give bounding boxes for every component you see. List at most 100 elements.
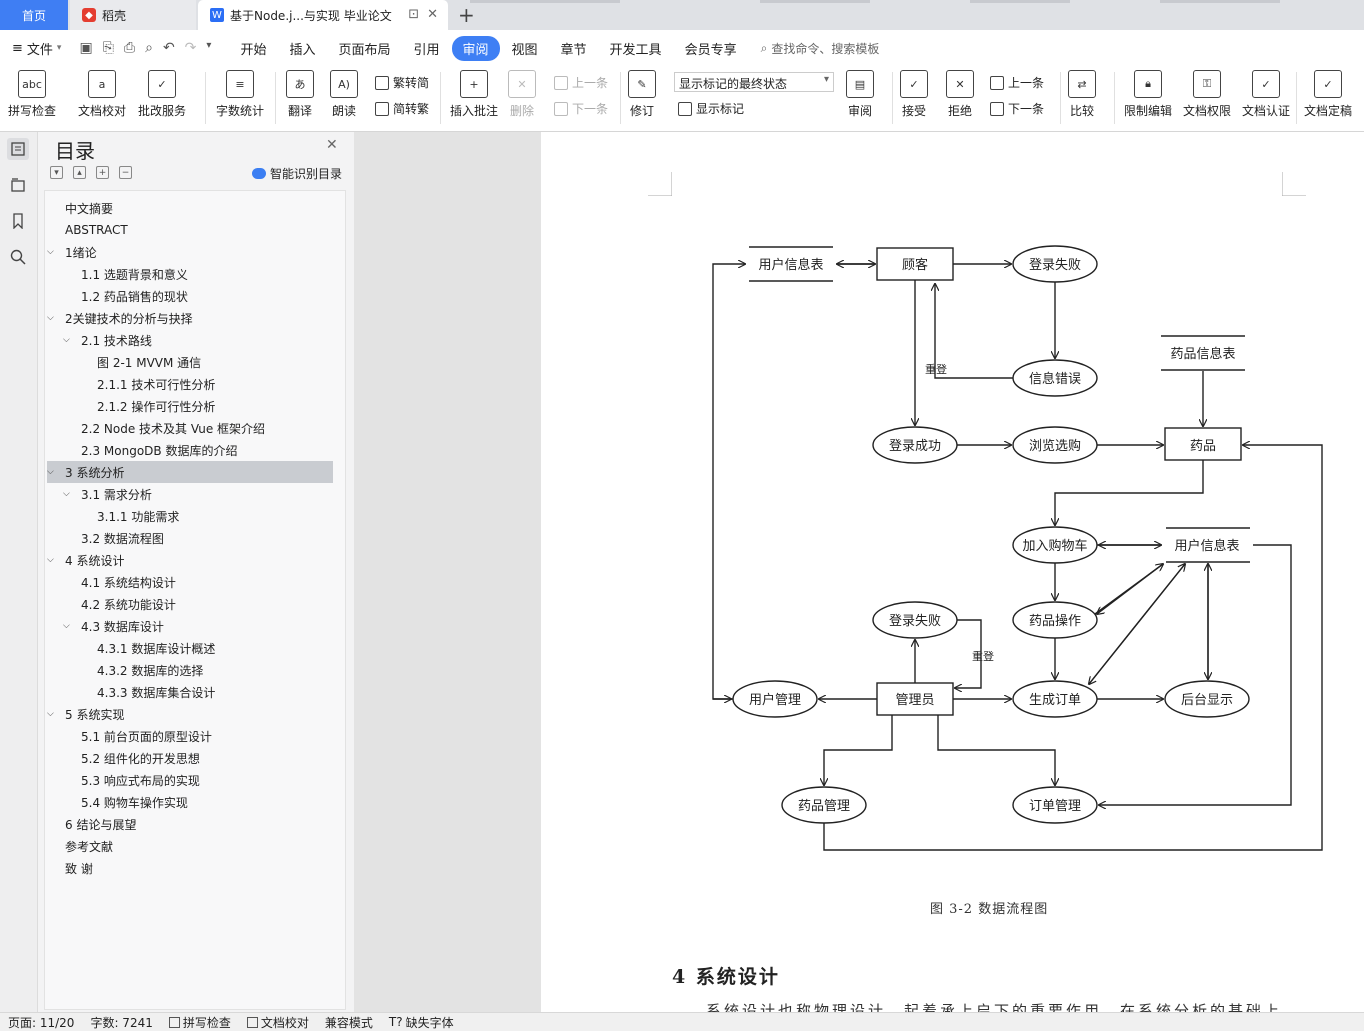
toc-item[interactable]: 4.3.1 数据库设计概述 — [47, 637, 333, 659]
toc-item[interactable]: ⌵5 系统实现 — [47, 703, 333, 725]
remove-level-icon[interactable]: − — [119, 166, 132, 179]
toc-item[interactable]: ⌵2关键技术的分析与抉择 — [47, 307, 333, 329]
toc-item[interactable]: 2.3 MongoDB 数据库的介绍 — [47, 439, 333, 461]
toc-item[interactable]: ⌵4 系统设计 — [47, 549, 333, 571]
menu-review[interactable]: 审阅 — [451, 35, 500, 61]
toc-item[interactable]: 2.1.1 技术可行性分析 — [47, 373, 333, 395]
menu-reference[interactable]: 引用 — [413, 42, 440, 58]
collapse-all-icon[interactable]: ▾ — [50, 166, 63, 179]
toc-item[interactable]: 1.1 选题背景和意义 — [47, 263, 333, 285]
close-icon[interactable]: ✕ — [326, 137, 338, 153]
show-markup-button[interactable]: 显示标记 — [678, 100, 744, 117]
next-comment-button[interactable]: 下一条 — [554, 100, 608, 117]
toc-item[interactable]: ⌵4.3 数据库设计 — [47, 615, 333, 637]
toc-item[interactable]: 4.3.3 数据库集合设计 — [47, 681, 333, 703]
preview-icon[interactable]: ⌕ — [145, 40, 153, 56]
accept-button[interactable]: ✓接受 — [900, 70, 928, 119]
bookmark-icon[interactable] — [7, 210, 29, 232]
doc-finalize-button[interactable]: ✓文档定稿 — [1304, 70, 1352, 119]
toc-item[interactable]: 5.1 前台页面的原型设计 — [47, 725, 333, 747]
missing-font[interactable]: T?缺失字体 — [389, 1014, 454, 1031]
toc-item[interactable]: 3.2 数据流程图 — [47, 527, 333, 549]
print-icon[interactable]: ⎙ — [123, 40, 136, 56]
redo-icon[interactable]: ↷ — [184, 40, 197, 56]
close-icon[interactable]: ✕ — [427, 7, 438, 22]
doc-certify-button[interactable]: ✓文档认证 — [1242, 70, 1290, 119]
translate-button[interactable]: あ翻译 — [286, 70, 314, 119]
add-level-icon[interactable]: + — [96, 166, 109, 179]
undo-icon[interactable]: ↶ — [162, 40, 175, 56]
toc-item[interactable]: ⌵3.1 需求分析 — [47, 483, 333, 505]
more-icon[interactable]: ▾ — [206, 40, 212, 51]
prev-comment-button[interactable]: 上一条 — [554, 74, 608, 91]
search-icon[interactable] — [7, 246, 29, 268]
word-count-button[interactable]: ≡字数统计 — [216, 70, 264, 119]
toc-item[interactable]: 致 谢 — [47, 857, 333, 879]
command-search[interactable]: ⌕ 查找命令、搜索模板 — [761, 40, 880, 57]
reject-button[interactable]: ✕拒绝 — [946, 70, 974, 119]
toc-item[interactable]: 参考文献 — [47, 835, 333, 857]
menu-member[interactable]: 会员专享 — [684, 42, 737, 58]
toc-item[interactable]: 4.3.2 数据库的选择 — [47, 659, 333, 681]
menu-chapter[interactable]: 章节 — [560, 42, 587, 58]
chevron-down-icon[interactable]: ⌵ — [47, 247, 54, 257]
smart-toc-button[interactable]: 智能识别目录 — [252, 165, 342, 182]
trad-to-simp-button[interactable]: 繁转简 — [375, 74, 429, 91]
tab-home[interactable]: 首页 — [0, 0, 68, 30]
toc-item[interactable]: ⌵2.1 技术路线 — [47, 329, 333, 351]
track-changes-button[interactable]: ✎修订 — [628, 70, 656, 119]
menu-layout[interactable]: 页面布局 — [338, 42, 391, 58]
pin-icon[interactable]: ⊡ — [408, 7, 420, 22]
toc-item[interactable]: 2.2 Node 技术及其 Vue 框架介绍 — [47, 417, 333, 439]
toc-item[interactable]: 1.2 药品销售的现状 — [47, 285, 333, 307]
toc-item[interactable]: 2.1.2 操作可行性分析 — [47, 395, 333, 417]
status-proof[interactable]: 文档校对 — [246, 1014, 309, 1031]
page-indicator[interactable]: 页面: 11/20 — [8, 1015, 75, 1030]
chevron-down-icon[interactable]: ⌵ — [63, 621, 70, 631]
simp-to-trad-button[interactable]: 简转繁 — [375, 100, 429, 117]
expand-all-icon[interactable]: ▴ — [73, 166, 86, 179]
review-pane-button[interactable]: ▤审阅 — [846, 70, 874, 119]
menu-view[interactable]: 视图 — [511, 42, 538, 58]
insert-comment-button[interactable]: +插入批注 — [450, 70, 498, 119]
chevron-down-icon[interactable]: ⌵ — [47, 555, 54, 565]
doc-permission-button[interactable]: ⚿文档权限 — [1183, 70, 1231, 119]
toc-item[interactable]: 5.4 购物车操作实现 — [47, 791, 333, 813]
export-icon[interactable]: ⎘ — [102, 40, 114, 56]
save-icon[interactable]: ▣ — [79, 40, 93, 56]
toc-item[interactable]: 4.1 系统结构设计 — [47, 571, 333, 593]
navigation-icon[interactable] — [7, 174, 29, 196]
toc-panel-icon[interactable] — [7, 138, 29, 160]
revise-service-button[interactable]: ✓批改服务 — [138, 70, 186, 119]
toc-item[interactable]: 5.2 组件化的开发思想 — [47, 747, 333, 769]
chevron-down-icon[interactable]: ⌵ — [47, 709, 54, 719]
chevron-down-icon[interactable]: ⌵ — [63, 335, 70, 345]
compare-button[interactable]: ⇄比较 — [1068, 70, 1096, 119]
tab-document[interactable]: W 基于Node.j...与实现 毕业论文 ⊡ ✕ — [198, 0, 448, 30]
menu-start[interactable]: 开始 — [240, 42, 267, 58]
restrict-edit-button[interactable]: 🔒︎限制编辑 — [1124, 70, 1172, 119]
toc-item[interactable]: ⌵3 系统分析 — [47, 461, 333, 483]
chevron-down-icon[interactable]: ⌵ — [63, 489, 70, 499]
chevron-down-icon[interactable]: ⌵ — [47, 313, 54, 323]
delete-comment-button[interactable]: ✕删除 — [508, 70, 536, 119]
status-spell-check[interactable]: 拼写检查 — [168, 1014, 231, 1031]
next-change-button[interactable]: 下一条 — [990, 100, 1044, 117]
toc-item[interactable]: ABSTRACT — [47, 219, 333, 241]
toc-item[interactable]: 6 结论与展望 — [47, 813, 333, 835]
toc-item[interactable]: 图 2-1 MVVM 通信 — [47, 351, 333, 373]
prev-change-button[interactable]: 上一条 — [990, 74, 1044, 91]
tab-daoke[interactable]: ◆ 稻壳 — [70, 0, 196, 30]
file-menu[interactable]: ≡ 文件 ▾ — [12, 39, 61, 58]
new-tab-icon[interactable]: + — [458, 3, 475, 27]
toc-item[interactable]: 5.3 响应式布局的实现 — [47, 769, 333, 791]
toc-item[interactable]: ⌵1绪论 — [47, 241, 333, 263]
menu-devtools[interactable]: 开发工具 — [609, 42, 662, 58]
menu-insert[interactable]: 插入 — [289, 42, 316, 58]
read-aloud-button[interactable]: A)朗读 — [330, 70, 358, 119]
markup-state-select[interactable]: 显示标记的最终状态 — [674, 72, 834, 92]
toc-item[interactable]: 4.2 系统功能设计 — [47, 593, 333, 615]
word-count[interactable]: 字数: 7241 — [90, 1015, 153, 1030]
